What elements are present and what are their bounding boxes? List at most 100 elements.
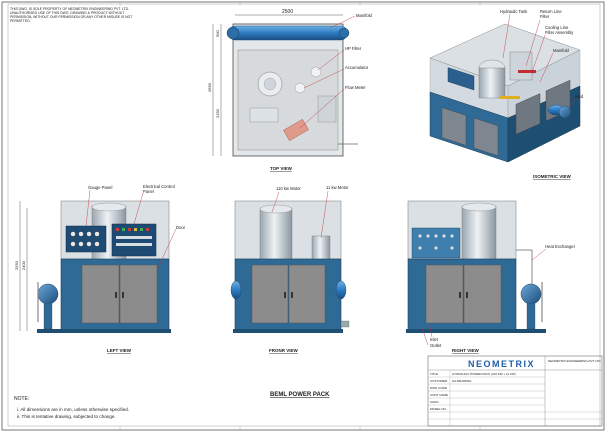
fitting-icon	[434, 234, 438, 238]
top-view: 2500 900 2650 2150 Manifold HP Filter Ac…	[207, 9, 372, 171]
callout-cooling-line: Filter Assembly	[545, 30, 574, 35]
leader-line	[133, 192, 144, 225]
hp-filter-top	[310, 66, 322, 78]
leader-line	[317, 49, 345, 71]
fitting-icon	[434, 246, 438, 250]
fitting-icon	[418, 246, 422, 250]
left-pump	[37, 283, 59, 305]
callout-electrical: Electrical Control	[143, 184, 175, 189]
motor-top-inner	[263, 77, 277, 91]
left-door	[119, 264, 158, 324]
front-manifold-right	[335, 280, 347, 300]
heat-exchanger	[520, 283, 542, 305]
tb-value: HYDRAULIC POWER PACK (110 KW + 11 KW)	[452, 372, 516, 376]
door-handle	[122, 292, 124, 298]
front-skid	[233, 329, 343, 333]
right-skid	[406, 329, 546, 333]
iso-door	[515, 93, 541, 135]
notes-heading: NOTE:	[14, 396, 29, 402]
dim-top-h2: 2650	[207, 82, 212, 92]
callout-heat-exchanger: Heat Exchanger	[545, 244, 576, 249]
indicator-light	[116, 228, 119, 231]
callout-cooling-line: Cooling Line	[545, 25, 569, 30]
leader-line	[320, 190, 329, 239]
callout-motor-11: 11 kw Motor	[326, 185, 349, 190]
dim-left-h2: 2400	[21, 260, 26, 270]
label-left-view: LEFT VIEW	[107, 348, 132, 353]
iso-gauge-panel	[447, 67, 475, 91]
gauge-icon	[94, 241, 100, 247]
gauge-icon	[70, 241, 76, 247]
gauge-icon	[94, 231, 100, 237]
leader-line	[271, 191, 280, 213]
title-block: NEOMETRIX NEOMETRIX ENGINEERING PVT LTD …	[427, 355, 603, 427]
leader-line	[156, 228, 177, 271]
callout-manifold: Manifold	[356, 13, 372, 18]
tb-value: GA DRAWING	[452, 379, 472, 383]
tb-label: CHKD	[430, 400, 439, 404]
front-motor-11	[311, 235, 331, 263]
tb-label: DWG CODE	[430, 386, 447, 390]
heat-exchanger-stand	[526, 302, 536, 330]
gauge-panel-gauges	[70, 231, 100, 247]
callout-return-line: Return Line	[540, 9, 562, 14]
callout-gauge-panel: Gauge Panel	[88, 185, 113, 190]
header-note-line: PERMITTED.	[10, 19, 31, 23]
indicator-light	[128, 228, 131, 231]
callout-skid: Skid	[575, 94, 584, 99]
leader-line	[329, 15, 356, 29]
dim-top-h3: 2150	[215, 108, 220, 118]
front-motor-110	[259, 207, 293, 263]
label-right-view: RIGHT VIEW	[452, 348, 480, 353]
fitting-icon	[418, 234, 422, 238]
note-item: ii. This is tentative drawing, subjected…	[17, 414, 116, 419]
gauge-icon	[70, 231, 76, 237]
callout-hp-filter: HP Filter	[345, 46, 362, 51]
inner-border	[7, 3, 601, 427]
callout-manifold-iso: Manifold	[553, 48, 569, 53]
leader-line	[303, 68, 345, 89]
tb-label: CONT NAME	[430, 393, 448, 397]
left-pump-stand	[43, 302, 53, 330]
note-item: i. All dimensions are in mm, unless othe…	[17, 407, 129, 412]
right-panel	[411, 227, 461, 259]
gauge-icon	[86, 241, 92, 247]
left-skid	[37, 329, 171, 333]
tb-label: MODEL NO.	[430, 407, 447, 411]
callout-electrical: Panel	[143, 189, 154, 194]
left-view: 2550 2400 Gauge Panel Electrical Control…	[14, 184, 186, 353]
tb-label: CUSTOMER	[430, 379, 448, 383]
left-cylinder-top	[91, 202, 127, 212]
fitting-icon	[450, 234, 454, 238]
dim-top-width: 2500	[282, 9, 293, 15]
front-outlet	[340, 320, 350, 328]
manifold-end-cap	[226, 26, 240, 40]
header-note: THIS DWG. IS SOLE PROPERTY OF NEOMETRIX …	[10, 7, 132, 23]
neometrix-logo: NEOMETRIX	[468, 359, 535, 369]
fitting-icon	[426, 234, 430, 238]
manifold-top	[228, 25, 348, 41]
title-block-rows: TITLE HYDRAULIC POWER PACK (110 KW + 11 …	[428, 370, 602, 426]
door-handle	[291, 292, 293, 298]
header-note-line: UNAUTHORISED USE OF THIS DWG. DRAWING & …	[10, 11, 124, 15]
label-front-view: FRONR VIEW	[269, 348, 299, 353]
door-handle	[466, 292, 468, 298]
leader-line	[531, 248, 547, 261]
right-panel-fittings	[418, 234, 454, 250]
switch-row	[116, 236, 152, 239]
iso-pipe-yellow	[500, 96, 520, 99]
callout-return-line: Filter	[540, 14, 550, 19]
front-door	[251, 264, 289, 324]
manifold-end-cap	[338, 27, 350, 39]
door-handle	[284, 292, 286, 298]
isometric-view: Hydraulic Tank Return Line Filter Coolin…	[429, 9, 584, 179]
leader-line	[567, 98, 576, 109]
leader-line	[299, 88, 345, 129]
iso-door	[441, 107, 467, 146]
front-door	[288, 264, 326, 324]
callout-inlet: Inlet	[430, 337, 439, 342]
iso-tank	[509, 51, 533, 81]
left-door	[81, 264, 120, 324]
